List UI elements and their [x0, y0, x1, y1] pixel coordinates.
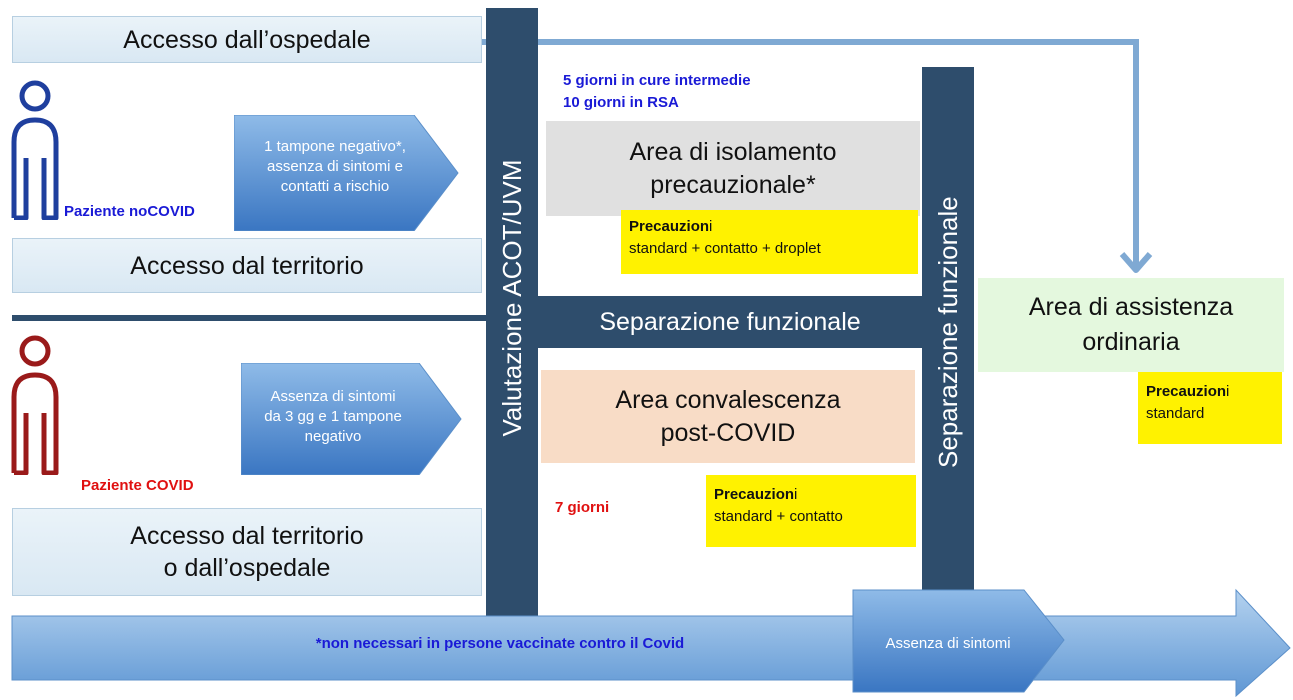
vertical-separation-bar	[922, 67, 974, 610]
access-territory-or-hospital-line2: o dall’ospedale	[163, 554, 331, 582]
convalescence-area: Area convalescenza post-COVID	[541, 370, 915, 463]
footnote: *non necessari in persone vaccinate cont…	[315, 634, 685, 652]
ordinary-area-line2: ordinaria	[1082, 328, 1180, 356]
covid-condition-arrow: Assenza di sintomi da 3 gg e 1 tampone n…	[241, 363, 463, 475]
convalescence-area-line1: Area convalescenza	[615, 385, 841, 414]
isolation-area-line1: Area di isolamento	[629, 137, 837, 166]
person-icon	[11, 80, 59, 220]
isolation-precautions-bold: Precauzion	[629, 218, 710, 235]
convalescence-precautions-note: Precauzioni standard + contatto	[706, 475, 916, 547]
person-icon	[11, 335, 59, 475]
access-territory-or-hospital-line1: Accesso dal territorio	[130, 522, 364, 550]
horizontal-separation-label: Separazione funzionale	[599, 307, 861, 336]
ordinary-precautions-note: Precauzioni standard	[1138, 372, 1282, 444]
convalescence-precautions-rest: i	[794, 486, 798, 503]
covid-condition-line3: negativo	[304, 428, 362, 445]
isolation-duration-2: 10 giorni in RSA	[563, 94, 679, 111]
evaluation-bar	[486, 8, 538, 620]
isolation-precautions-rest: i	[709, 218, 713, 235]
convalescence-area-line2: post-COVID	[660, 418, 796, 447]
convalescence-precautions-detail: standard + contatto	[714, 508, 843, 525]
noncovid-condition-arrow: 1 tampone negativo*, assenza di sintomi …	[234, 115, 460, 231]
no-symptoms-label: Assenza di sintomi	[885, 634, 1011, 652]
patient-covid-label: Paziente COVID	[81, 477, 194, 494]
access-hospital-label: Accesso dall’ospedale	[123, 25, 371, 54]
noncovid-condition-line3: contatti a rischio	[280, 178, 390, 195]
covid-condition-line1: Assenza di sintomi	[270, 388, 396, 405]
isolation-duration-1: 5 giorni in cure intermedie	[563, 72, 751, 89]
horizontal-separation-bar	[538, 296, 922, 348]
isolation-precautions-detail: standard + contatto + droplet	[629, 240, 821, 257]
convalescence-duration: 7 giorni	[555, 499, 610, 516]
access-territory-or-hospital-box: Accesso dal territorio o dall’ospedale	[12, 508, 482, 596]
ordinary-precautions-detail: standard	[1146, 405, 1205, 422]
patient-noncovid-label: Paziente noCOVID	[64, 203, 195, 220]
access-hospital-box: Accesso dall’ospedale	[12, 16, 482, 63]
covid-condition-line2: da 3 gg e 1 tampone	[264, 408, 402, 425]
ordinary-area-line1: Area di assistenza	[1028, 293, 1234, 321]
isolation-area: Area di isolamento precauzionale*	[546, 121, 920, 216]
isolation-precautions-note: Precauzioni standard + contatto + drople…	[621, 210, 918, 274]
access-territory-label: Accesso dal territorio	[130, 251, 364, 280]
noncovid-condition-line1: 1 tampone negativo*,	[264, 138, 406, 155]
ordinary-area: Area di assistenza ordinaria	[978, 278, 1284, 372]
convalescence-precautions-bold: Precauzion	[714, 486, 795, 503]
access-territory-box: Accesso dal territorio	[12, 238, 482, 293]
ordinary-precautions-rest: i	[1226, 383, 1230, 400]
isolation-area-line2: precauzionale*	[650, 170, 816, 199]
ordinary-precautions-bold: Precauzion	[1146, 383, 1227, 400]
noncovid-condition-line2: assenza di sintomi e	[267, 158, 403, 175]
